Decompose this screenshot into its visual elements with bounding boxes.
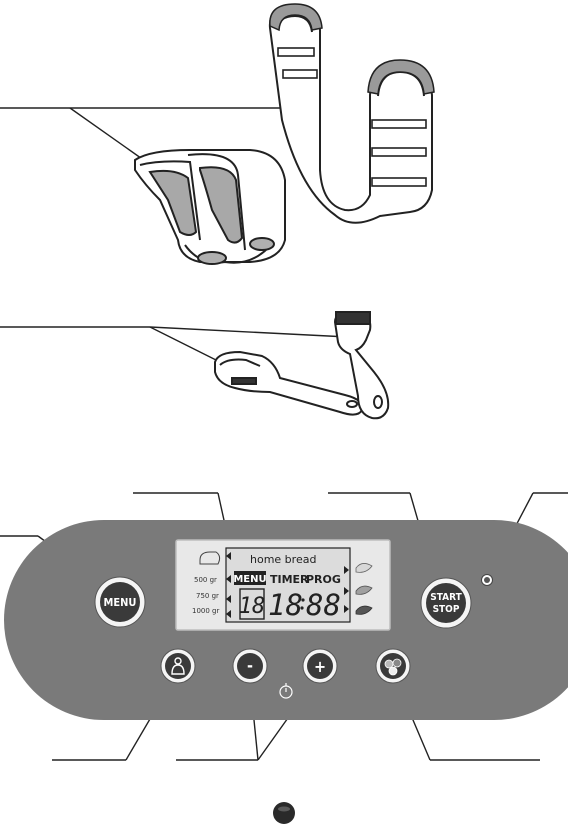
menu-button[interactable]: MENU xyxy=(94,576,146,628)
hook-grip-2 xyxy=(367,59,435,95)
accessory-brush xyxy=(0,310,390,420)
menu-button-label: MENU xyxy=(104,596,137,609)
lcd-brand: home bread xyxy=(250,553,316,566)
crust-color-icon xyxy=(384,658,402,676)
lcd-prog-label: PROG xyxy=(306,573,341,586)
plus-button-label: + xyxy=(314,657,326,676)
start-stop-label-line2: STOP xyxy=(433,604,460,615)
weight-label-750: 750 gr xyxy=(196,592,219,600)
scraper-brush xyxy=(214,350,364,416)
lcd-left-arrows xyxy=(226,552,231,618)
start-stop-button[interactable]: START STOP xyxy=(420,577,472,629)
round-brush xyxy=(333,310,390,420)
leader-line-accessory-2-b xyxy=(149,326,349,338)
weight-label-1000: 1000 gr xyxy=(192,607,219,615)
lcd-timer-label: TIMER xyxy=(270,573,309,586)
stopwatch-icon xyxy=(279,683,293,699)
lcd-menu-label: MENU xyxy=(233,574,266,585)
oven-mitts xyxy=(134,149,286,265)
start-stop-label-line1: START xyxy=(430,592,462,603)
plus-button[interactable]: + xyxy=(302,648,338,684)
lcd-menu-indicator xyxy=(234,571,266,585)
time-minutes: 88 xyxy=(306,588,341,622)
bread-loaf-icon xyxy=(199,551,221,565)
hook-grip-1 xyxy=(269,3,323,32)
crust-color-button[interactable] xyxy=(375,648,411,684)
crust-color-icons xyxy=(355,563,373,615)
person-icon xyxy=(171,657,185,675)
time-hours: 18 xyxy=(268,588,303,622)
lcd-right-arrows xyxy=(344,566,349,613)
program-digit-box xyxy=(239,588,265,620)
minus-button[interactable]: - xyxy=(232,648,268,684)
minus-button-label: - xyxy=(247,656,253,675)
crust-light-icon xyxy=(355,563,373,573)
accessory-mitts-and-hook xyxy=(0,3,435,265)
hook-frame xyxy=(268,4,433,224)
time-colon-top xyxy=(301,598,305,602)
program-digits: 18 xyxy=(239,594,266,619)
keep-warm-button[interactable] xyxy=(160,648,196,684)
weight-label-500: 500 gr xyxy=(194,576,217,584)
crust-dark-icon xyxy=(355,605,373,615)
time-colon-bottom xyxy=(300,606,304,610)
crust-medium-icon xyxy=(355,585,373,595)
control-panel: 500 gr 750 gr 1000 gr home bread MENU TI… xyxy=(0,492,568,761)
hook-rungs xyxy=(277,47,427,187)
page-marker xyxy=(273,802,295,824)
indicator-light xyxy=(481,574,493,586)
